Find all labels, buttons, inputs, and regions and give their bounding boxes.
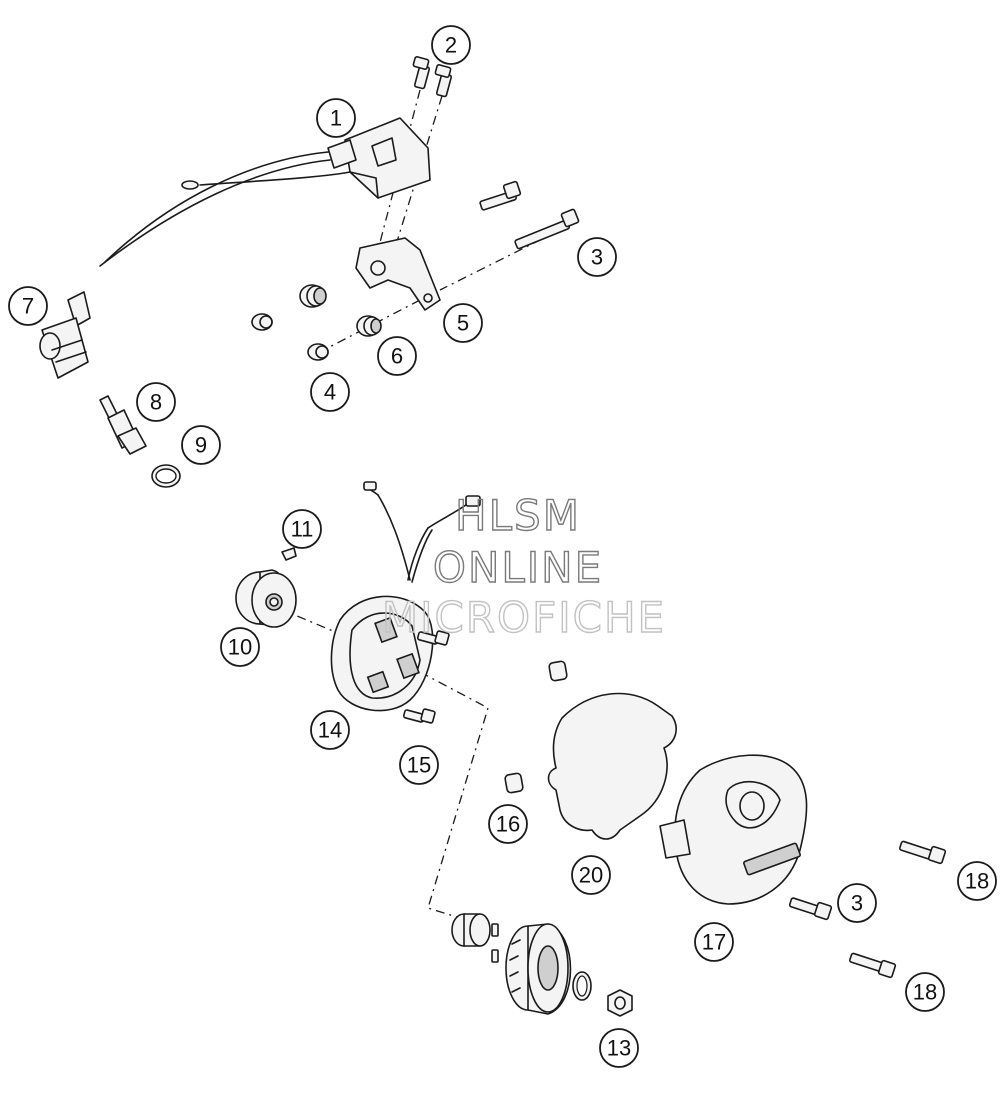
callout-1: 1 [316,98,356,138]
callout-18: 18 [957,861,997,901]
callout-18: 18 [905,972,945,1012]
spark-plug-connector [39,291,91,379]
coil-screw [412,56,431,90]
callout-16: 16 [488,804,528,844]
svg-text:18: 18 [965,869,989,894]
stator [330,481,481,712]
svg-text:7: 7 [22,294,34,319]
woodruff-key [281,547,297,561]
rubber-grommet [356,315,382,337]
svg-text:1: 1 [330,106,342,131]
spacer-sleeve [451,913,491,947]
axis-line [419,671,489,919]
ignition-cover [659,754,808,905]
svg-text:5: 5 [457,311,469,336]
svg-text:2: 2 [445,33,457,58]
key-pin [491,923,499,963]
callout-3: 3 [837,883,877,923]
sleeve [251,313,273,331]
callout-8: 8 [136,382,176,422]
cover-bolt [849,952,897,979]
svg-text:11: 11 [291,517,314,542]
cover-bolt [899,840,947,865]
svg-text:4: 4 [324,380,336,405]
svg-text:15: 15 [407,753,431,778]
flywheel-nut [607,989,633,1017]
rubber-grommet [299,284,327,308]
svg-text:14: 14 [318,718,342,743]
svg-text:20: 20 [579,863,603,888]
svg-text:16: 16 [496,812,520,837]
bolt [479,180,522,211]
cover-bolt [788,897,833,921]
svg-text:10: 10 [228,635,252,660]
callout-4: 4 [310,372,350,412]
axis-line [377,89,421,251]
gasket [547,692,677,840]
axis-line [277,607,346,637]
svg-text:18: 18 [913,980,937,1005]
callout-6: 6 [377,336,417,376]
callout-10: 10 [220,627,260,667]
callout-2: 2 [431,25,471,65]
stator-screw [416,630,450,646]
svg-text:9: 9 [195,433,207,458]
rotor [235,569,297,628]
callout-7: 7 [8,286,48,326]
bolt [514,208,580,250]
dowel-pin [548,660,568,682]
svg-text:6: 6 [391,344,403,369]
watermark-line: MICROFICHE [382,593,666,642]
svg-text:3: 3 [591,245,603,270]
callout-11: 11 [282,509,322,549]
watermark-line: ONLINE [433,543,603,592]
sealing-ring [151,464,181,488]
sleeve [307,343,329,361]
callout-15: 15 [399,745,439,785]
callout-13: 13 [599,1028,639,1068]
spark-plug [99,395,147,455]
callout-5: 5 [443,303,483,343]
svg-text:8: 8 [150,390,162,415]
stator-screw [402,708,436,724]
svg-text:13: 13 [607,1036,631,1061]
svg-text:17: 17 [702,930,726,955]
callout-9: 9 [181,425,221,465]
dowel-pin [504,772,524,794]
callout-20: 20 [571,855,611,895]
flywheel [505,923,572,1015]
coil-bracket [355,237,441,311]
watermark-line: HLSM [455,491,581,540]
svg-text:3: 3 [851,891,863,916]
coil-screw [434,64,453,98]
circlip [572,971,592,1001]
callout-17: 17 [694,922,734,962]
callout-14: 14 [310,710,350,750]
callout-3: 3 [577,237,617,277]
axis-line [394,95,443,249]
ignition-coil [99,117,431,267]
